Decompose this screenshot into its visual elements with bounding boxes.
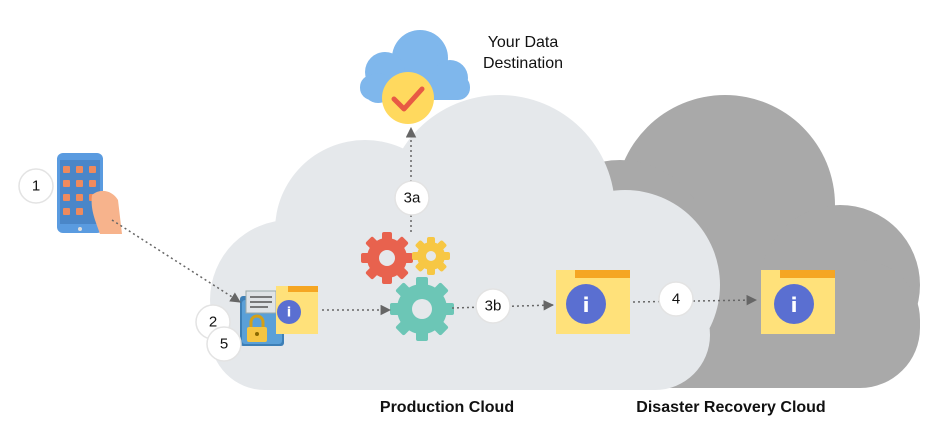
destination-label-line2: Destination — [483, 55, 563, 72]
phone-hand-icon — [57, 153, 122, 234]
svg-text:1: 1 — [32, 178, 40, 195]
step-badge-3b: 3b — [475, 288, 511, 324]
connector-phone-to-storage — [111, 219, 241, 303]
production-cloud-label: Production Cloud — [380, 399, 514, 416]
svg-text:i: i — [583, 293, 590, 317]
svg-text:5: 5 — [220, 336, 228, 353]
svg-text:i: i — [287, 306, 291, 321]
destination-label-line1: Your Data — [488, 34, 559, 51]
svg-text:4: 4 — [672, 291, 680, 308]
gears-icon — [361, 232, 454, 341]
step-badge-3a: 3a — [394, 180, 430, 216]
step-badge-5: 5 — [206, 326, 242, 362]
disaster-recovery-cloud-label: Disaster Recovery Cloud — [636, 399, 825, 416]
info-document-icon: i — [556, 270, 630, 334]
cloud-check-icon — [360, 30, 470, 124]
svg-text:i: i — [791, 293, 798, 317]
svg-text:2: 2 — [209, 314, 217, 331]
svg-text:3b: 3b — [485, 298, 502, 315]
step-badge-1: 1 — [18, 168, 54, 204]
step-badge-4: 4 — [658, 281, 694, 317]
svg-text:3a: 3a — [404, 190, 421, 207]
info-document-icon: i — [761, 270, 835, 334]
connector-doc-to-dr — [632, 294, 758, 306]
info-document-icon: i — [276, 286, 318, 334]
